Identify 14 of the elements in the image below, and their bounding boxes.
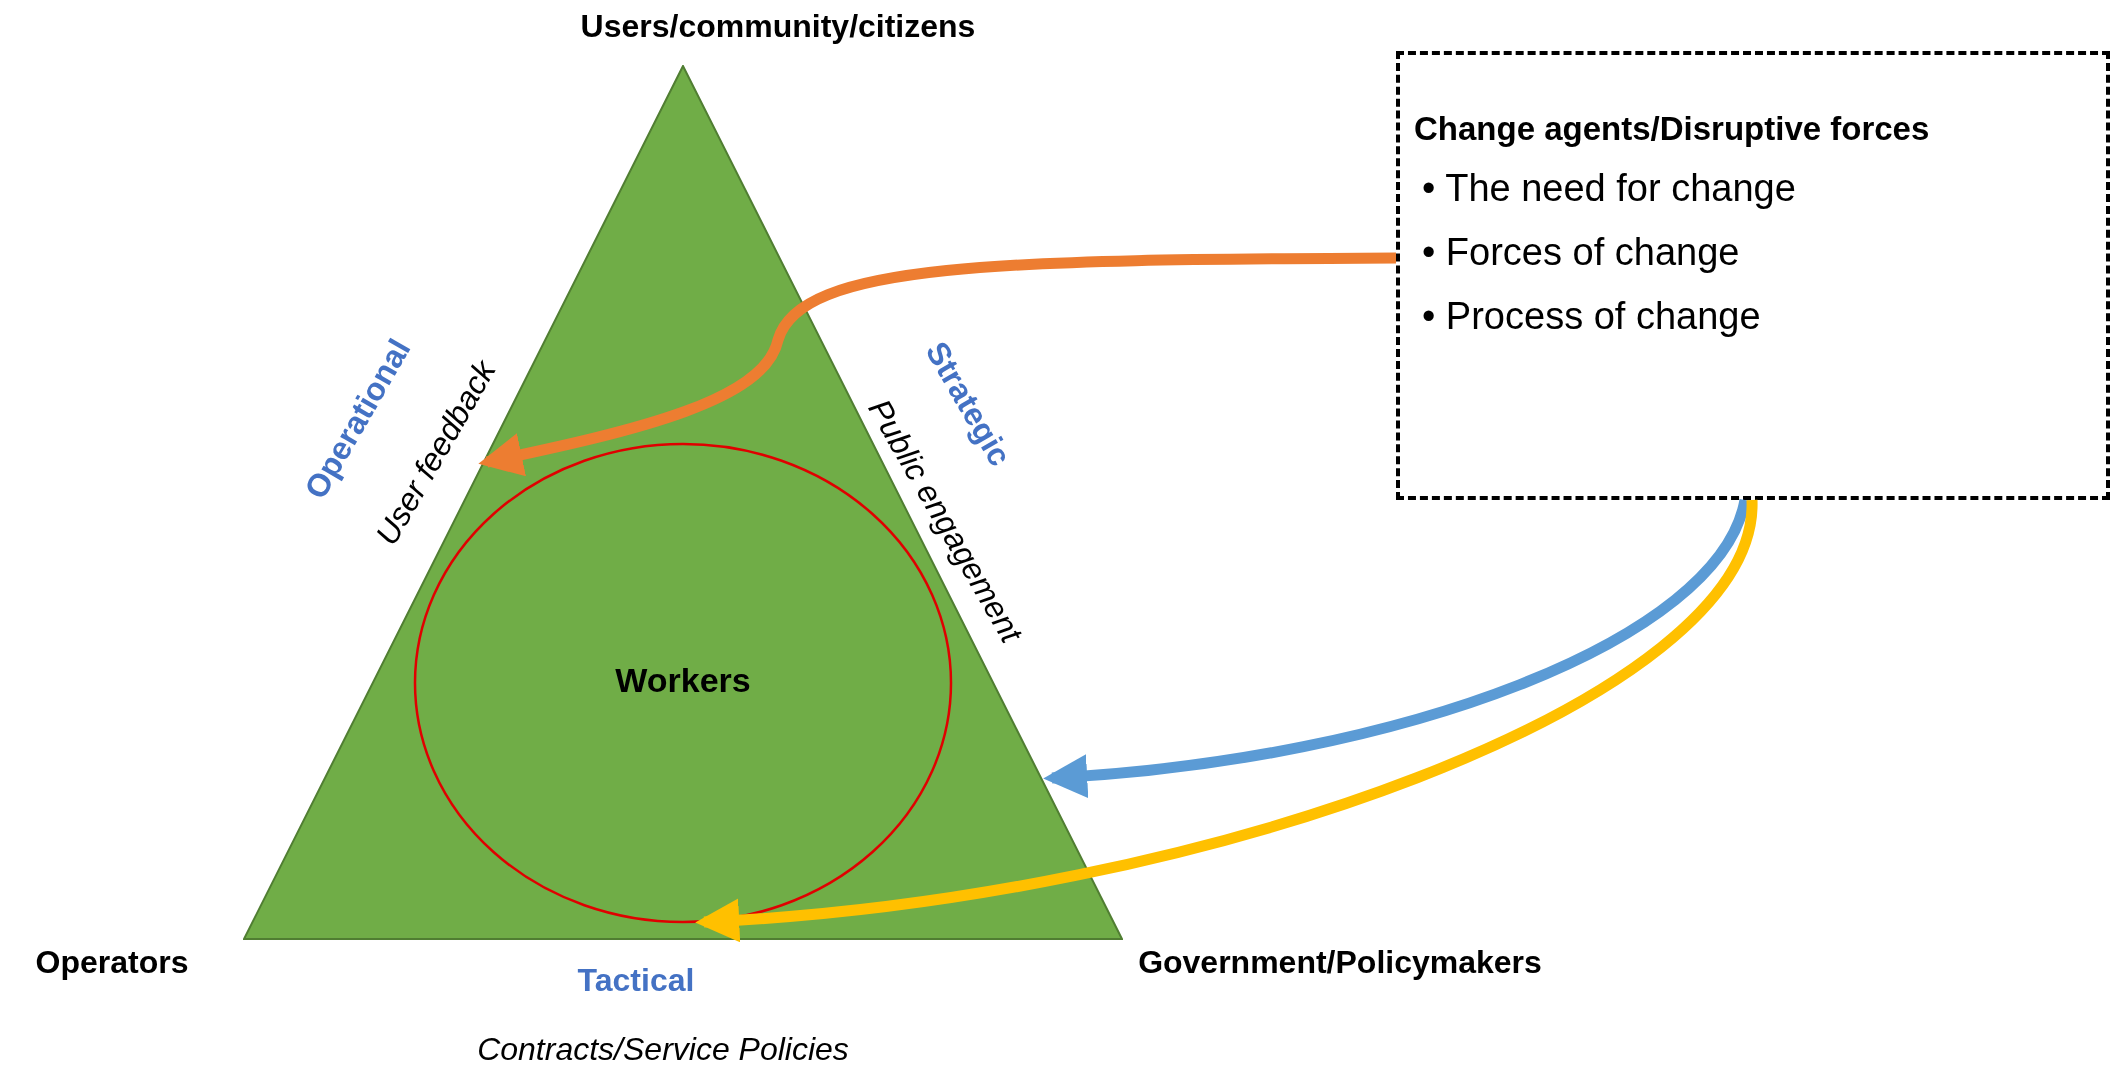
side-label: Tactical	[577, 963, 695, 999]
arrow	[695, 498, 1758, 942]
vertex-label: Government/Policymakers	[1138, 945, 1542, 981]
triangle-shape	[243, 65, 1123, 940]
node-label: Workers	[614, 661, 752, 700]
bullet-item: • The need for change	[1422, 167, 1796, 210]
vertex-label: Operators	[35, 945, 189, 981]
box-heading: Change agents/Disruptive forces	[1414, 110, 1930, 148]
bullet-item: • Forces of change	[1422, 231, 1740, 274]
bullet-item: • Process of change	[1422, 295, 1761, 338]
arrow	[478, 252, 1397, 477]
vertex-label: Users/community/citizens	[580, 9, 976, 45]
side-caption: Contracts/Service Policies	[477, 1032, 849, 1068]
dashed-box	[1396, 51, 2110, 500]
